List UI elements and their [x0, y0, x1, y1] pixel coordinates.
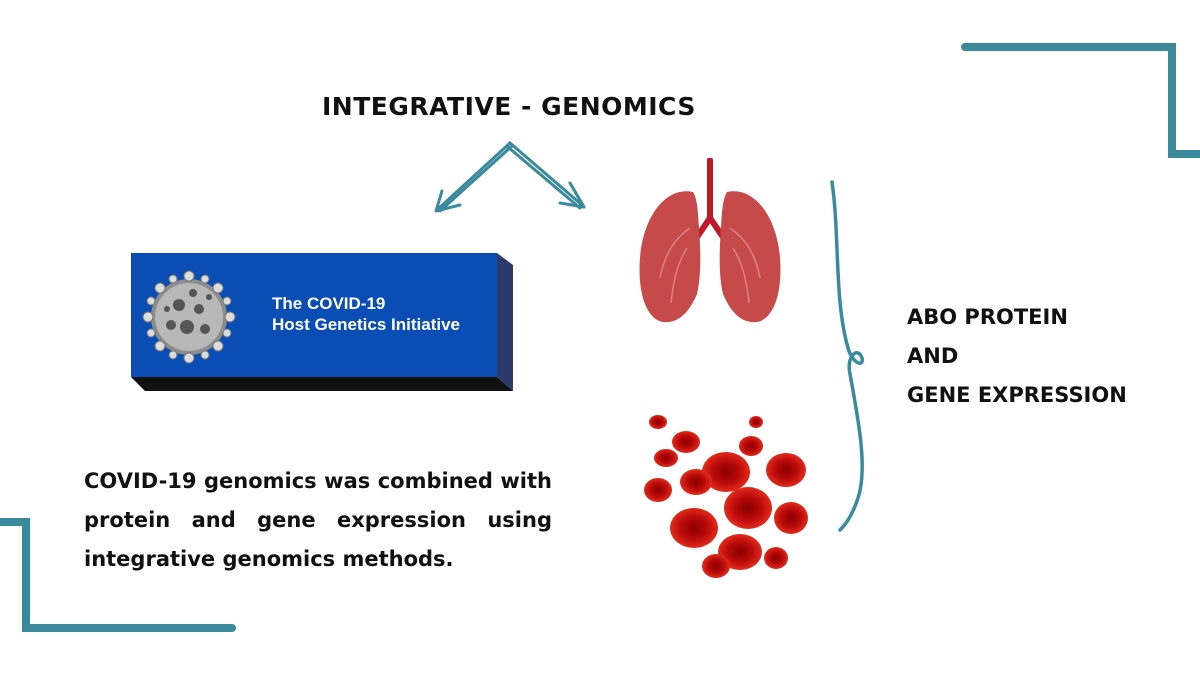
red-blood-cells-icon [644, 415, 808, 578]
arrow-right [508, 141, 584, 207]
wavy-divider [830, 180, 864, 532]
lungs-icon [639, 158, 781, 323]
abo-protein-label-line-1: ABO PROTEIN [907, 305, 1068, 329]
arrow-left [436, 141, 512, 211]
split-arrows [434, 141, 586, 213]
abo-protein-label-line-2: AND [907, 344, 959, 368]
covid19-hgi-logo: The COVID-19 Host Genetics Initiative [131, 253, 513, 391]
abo-protein-label-line-3: GENE EXPRESSION [907, 383, 1127, 407]
hgi-logo-line-1: The COVID-19 [272, 294, 386, 313]
hgi-logo-line-2: Host Genetics Initiative [272, 315, 460, 334]
virus-icon [142, 270, 236, 364]
diagram-title: INTEGRATIVE - GENOMICS [322, 92, 696, 121]
hgi-logo-text: The COVID-19 Host Genetics Initiative [272, 293, 460, 335]
caption-text: COVID-19 genomics was combined with prot… [84, 469, 552, 571]
abo-protein-label: ABO PROTEIN AND GENE EXPRESSION [907, 298, 1167, 415]
